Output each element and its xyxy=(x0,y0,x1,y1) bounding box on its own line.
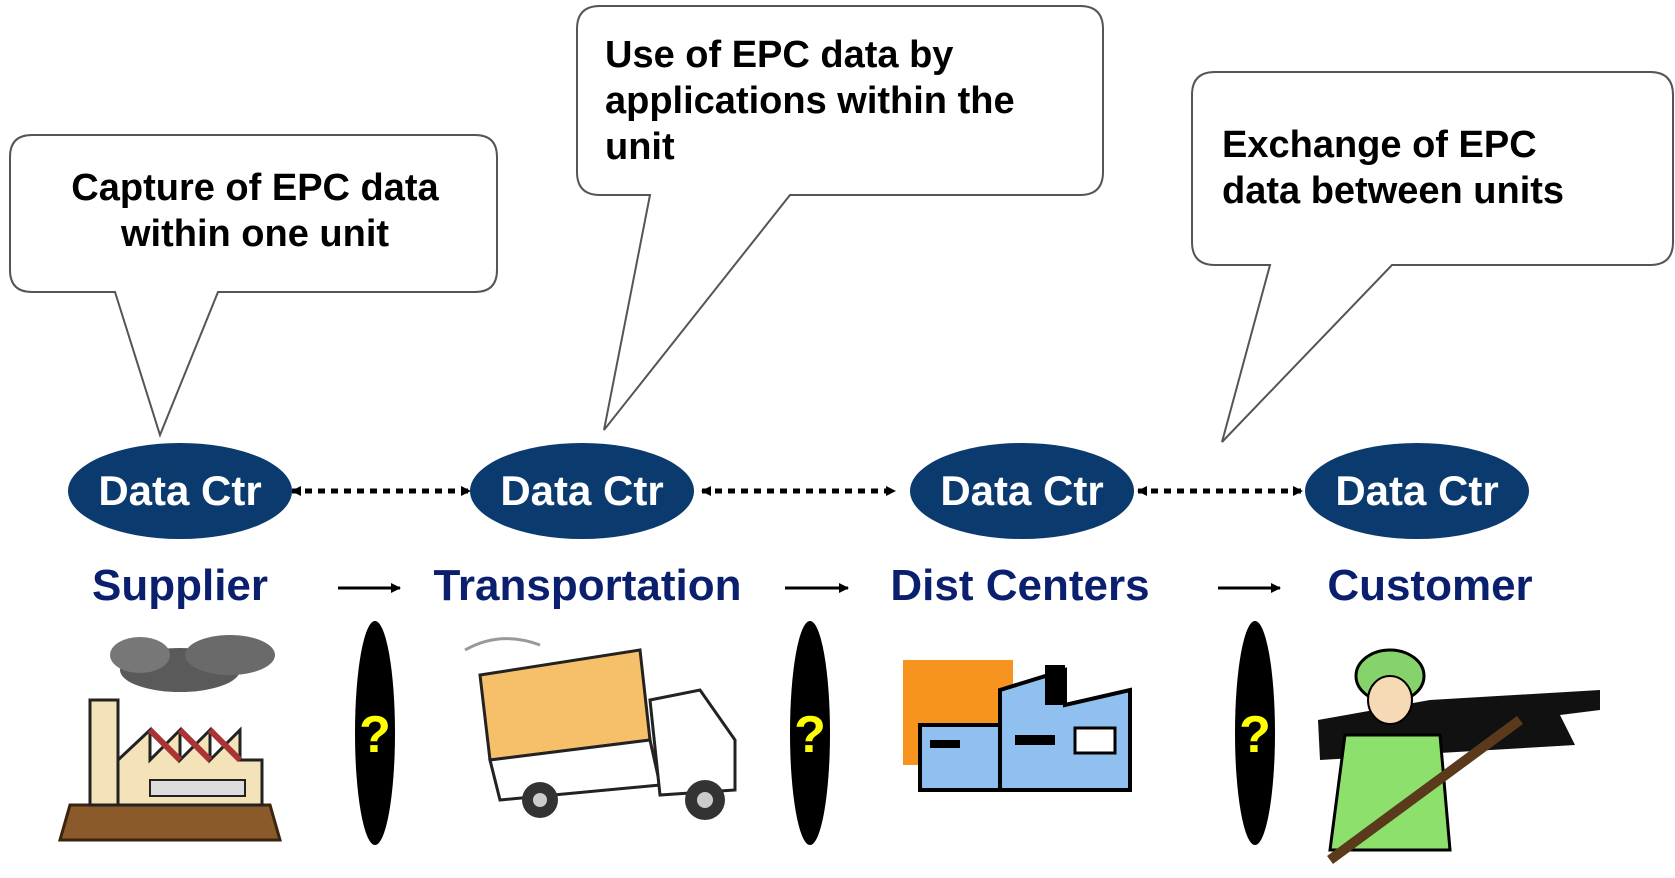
callout-bubble-exchange xyxy=(1191,71,1674,443)
stage-dist-centers: Dist Centers xyxy=(890,561,1150,610)
truck-icon xyxy=(464,637,737,820)
stage-transportation: Transportation xyxy=(433,561,742,610)
data-center-3 xyxy=(910,443,1134,539)
stage-supplier: Supplier xyxy=(91,561,269,610)
stage-customer: Customer xyxy=(1327,561,1533,610)
gap-ellipse-1 xyxy=(355,621,395,845)
callout-capture: Capture of EPC data within one unit xyxy=(71,167,439,255)
warehouse-icon xyxy=(903,660,1132,792)
data-center-1 xyxy=(68,443,292,539)
factory-icon xyxy=(58,635,282,842)
soldier-icon xyxy=(1318,648,1600,865)
data-center-2 xyxy=(470,443,694,539)
callout-use: Use of EPC data by applications within t… xyxy=(605,34,1015,168)
callout-bubble-use xyxy=(576,5,1104,431)
gap-question-2: ? xyxy=(794,706,826,764)
data-center-label-supplier: Data Ctr xyxy=(98,467,262,514)
gap-question-3: ? xyxy=(1239,706,1271,764)
data-center-4 xyxy=(1305,443,1529,539)
callout-exchange: Exchange of EPC data between units xyxy=(1222,124,1565,212)
data-center-label-dist-centers: Data Ctr xyxy=(940,467,1104,514)
gap-question-1: ? xyxy=(359,706,391,764)
data-center-label-customer: Data Ctr xyxy=(1335,467,1499,514)
gap-ellipse-3 xyxy=(1235,621,1275,845)
callout-bubble-capture xyxy=(9,134,498,438)
data-center-label-transportation: Data Ctr xyxy=(500,467,664,514)
gap-ellipse-2 xyxy=(790,621,830,845)
